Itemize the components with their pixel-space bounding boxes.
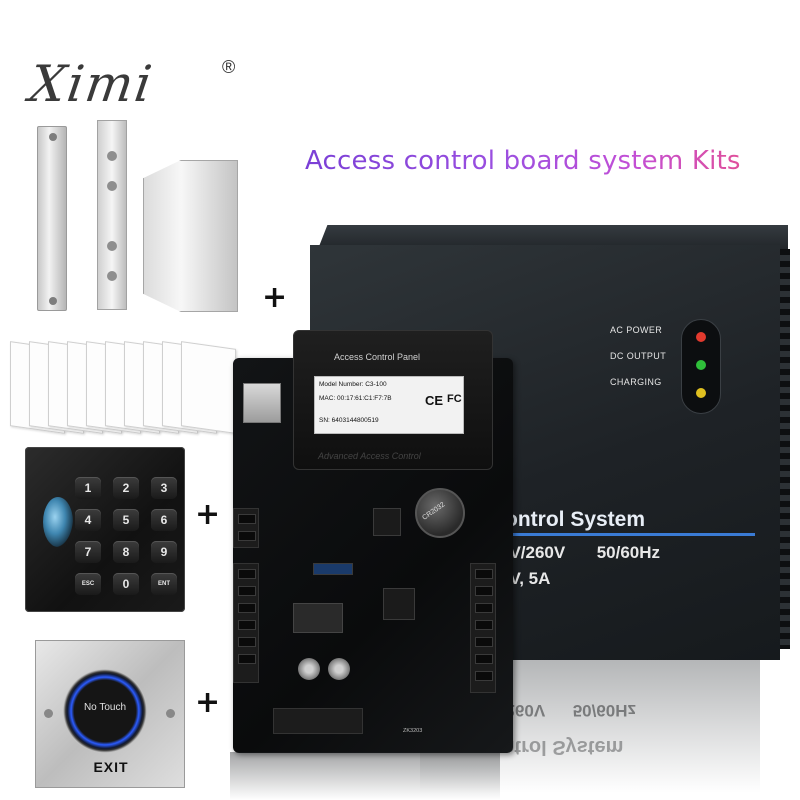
ce-mark: CE (425, 393, 444, 408)
terminal-block (470, 563, 496, 693)
registered-mark: ® (222, 57, 236, 77)
charging-led-icon (696, 388, 706, 398)
reflection-frequency: 50/60Hz (572, 701, 637, 720)
fc-mark: FC (447, 393, 462, 405)
psu-spec-voltage: 0V/260V 50/60Hz (500, 543, 660, 563)
plus-sign: + (195, 497, 221, 532)
ac-power-label: AC POWER (610, 325, 663, 335)
ac-power-led-icon (696, 332, 706, 342)
frequency-value: 50/60Hz (596, 543, 661, 562)
led-indicator-panel (681, 319, 721, 414)
coin-battery-icon: CR2032 (415, 488, 465, 538)
key-5: 5 (113, 509, 139, 531)
product-title: Access control board system Kits (305, 146, 741, 176)
cpu-chip (383, 588, 415, 620)
psu-heading: ontrol System (505, 508, 646, 531)
access-control-board: CR2032 ZK3203 Access Control Panel Model… (233, 330, 513, 753)
plus-sign: + (262, 280, 288, 315)
plus-sign: + (195, 685, 221, 720)
l-bracket-icon (143, 160, 238, 312)
rfid-cards (10, 341, 240, 440)
battery-label: CR2032 (421, 501, 447, 522)
magnetic-lock-kit (25, 120, 240, 320)
serial-number: SN: 6403144800519 (319, 417, 379, 424)
vent-grille (780, 249, 790, 649)
model-sticker: Model Number: C3-100 MAC: 00:17:61:C1:F7… (314, 376, 464, 434)
rfid-reader-icon (43, 497, 73, 547)
key-8: 8 (113, 541, 139, 563)
terminal-block (233, 563, 259, 683)
terminal-block (233, 508, 259, 548)
logo-text: Ximi (25, 55, 158, 113)
access-control-panel-module: Access Control Panel Model Number: C3-10… (293, 330, 493, 470)
dc-output-led-icon (696, 360, 706, 370)
exit-label: EXIT (93, 759, 129, 775)
key-esc: ESC (75, 573, 101, 595)
voltage-value: 0V/260V (500, 543, 566, 562)
ethernet-port-icon (243, 383, 281, 423)
key-1: 1 (75, 477, 101, 499)
magnetic-lock-icon (37, 126, 67, 311)
key-7: 7 (75, 541, 101, 563)
model-number: Model Number: C3-100 (319, 381, 387, 388)
terminal-block (273, 708, 363, 734)
chip (313, 563, 353, 575)
board-model-text: ZK3203 (403, 728, 423, 734)
key-2: 2 (113, 477, 139, 499)
dc-output-label: DC OUTPUT (610, 351, 667, 361)
panel-title: Access Control Panel (334, 352, 421, 362)
no-touch-label: No Touch (83, 702, 127, 713)
touchless-exit-button-icon: No Touch (63, 669, 147, 753)
relay (293, 603, 343, 633)
key-4: 4 (75, 509, 101, 531)
chip (373, 508, 401, 536)
key-3: 3 (151, 477, 177, 499)
key-6: 6 (151, 509, 177, 531)
capacitor (298, 658, 320, 680)
zl-bracket-icon (97, 120, 127, 310)
exit-button-plate: No Touch EXIT (35, 640, 185, 788)
key-ent: ENT (151, 573, 177, 595)
panel-footer: Advanced Access Control (318, 451, 421, 461)
key-9: 9 (151, 541, 177, 563)
key-0: 0 (113, 573, 139, 595)
board-reflection (230, 752, 500, 800)
capacitor (328, 658, 350, 680)
mac-address: MAC: 00:17:61:C1:F7:7B (319, 395, 392, 402)
keypad-reader: 1 2 3 4 5 6 7 8 9 ESC 0 ENT (25, 447, 185, 612)
charging-label: CHARGING (610, 377, 662, 387)
brand-logo: Ximi ® (26, 55, 250, 115)
keypad-grid: 1 2 3 4 5 6 7 8 9 ESC 0 ENT (75, 477, 177, 595)
